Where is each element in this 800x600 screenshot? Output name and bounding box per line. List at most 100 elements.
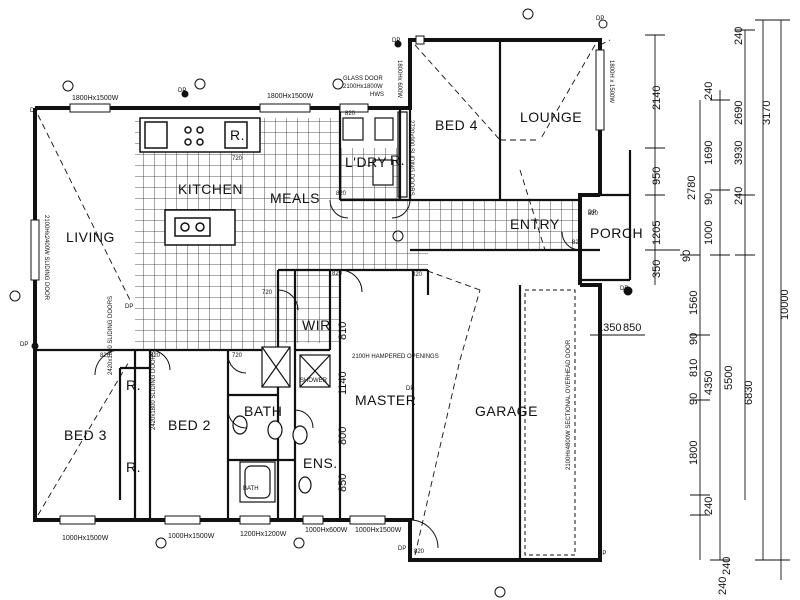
door-living-side: 2100Hx2400W SLIDING DOOR	[43, 215, 49, 301]
dp-marker: DP	[125, 304, 133, 310]
robe-bed3: R.	[126, 377, 141, 393]
room-wir: WIR	[302, 317, 331, 333]
kitchen-benches	[139, 117, 261, 246]
shower-label: SHOWER	[300, 378, 328, 384]
dim-1000: 1000	[703, 221, 715, 245]
dp-marker: DP	[30, 108, 38, 114]
dim-master-850: 850	[337, 474, 349, 492]
robe-pantry: R.	[230, 127, 245, 143]
dim-bottom-240: 240	[717, 577, 729, 595]
door-size: 820	[572, 240, 583, 246]
room-bed2: BED 2	[168, 417, 211, 433]
room-meals: MEALS	[270, 190, 320, 206]
room-laundry: L'DRY	[345, 154, 387, 170]
dim-1350: 1350	[597, 322, 621, 334]
door-size: 820	[336, 191, 347, 197]
garage-outline	[524, 289, 576, 556]
door-size: 820	[414, 549, 425, 555]
roof-lines	[37, 39, 611, 556]
interior-walls	[35, 40, 632, 560]
dim-90b: 90	[688, 333, 700, 345]
room-bed3: BED 3	[64, 427, 107, 443]
dim-350: 350	[651, 260, 663, 278]
dim-2690: 2690	[733, 101, 745, 125]
dim-3170: 3170	[761, 101, 773, 125]
dim-950: 950	[651, 167, 663, 185]
dim-240e: 240	[733, 27, 745, 45]
dim-master-1140: 1140	[337, 371, 349, 395]
dp-marker: DP	[588, 210, 596, 216]
dp-marker: DP	[392, 38, 400, 44]
dp-marker: DP	[598, 551, 606, 557]
room-porch: PORCH	[590, 225, 643, 241]
door-size: 720	[262, 290, 273, 296]
garage-door-label: 2100Hx4800W SECTIONAL OVERHEAD DOOR	[566, 339, 572, 470]
room-ensuite: ENS.	[303, 455, 338, 471]
door-size: 720	[232, 353, 243, 359]
dim-90c: 90	[688, 393, 700, 405]
room-garage: GARAGE	[475, 403, 538, 419]
window-bed3-bottom: 1000Hx1500W	[62, 535, 109, 542]
window-bed4-side: 1800Hx 600W	[396, 60, 402, 98]
laundry-doors: 2720x900 SLIDING DOORS	[408, 120, 414, 196]
dim-2140: 2140	[651, 86, 663, 110]
dim-master-800: 800	[337, 427, 349, 445]
dim-240b: 240	[703, 82, 715, 100]
dim-240c: 240	[733, 187, 745, 205]
dim-1690: 1690	[703, 141, 715, 165]
glass-door-size: 2100Hx1800W	[343, 84, 383, 90]
robe-laundry: R.	[390, 152, 405, 168]
room-kitchen: KITCHEN	[178, 181, 243, 197]
door-size: 820	[150, 353, 161, 359]
dp-marker: DP	[178, 88, 186, 94]
room-bath: BATH	[244, 403, 282, 419]
bath-tub-label: BATH	[243, 486, 259, 492]
dim-1800: 1800	[688, 441, 700, 465]
window-ens-bottom: 1000Hx600W	[305, 527, 348, 534]
dim-2780: 2780	[686, 176, 698, 200]
dim-1560: 1560	[688, 291, 700, 315]
room-bed4: BED 4	[435, 117, 478, 133]
dim-850: 850	[623, 322, 641, 334]
dim-6830: 6830	[743, 381, 755, 405]
door-size: 820	[412, 272, 423, 278]
dp-marker: DP	[398, 546, 406, 552]
window-bed2-bottom: 1000Hx1500W	[168, 533, 215, 540]
window-marks	[30, 35, 605, 525]
dim-10000: 10000	[779, 289, 791, 320]
room-living: LIVING	[66, 229, 115, 245]
bed3-robe-doors: 2420x1800 SLIDING DOORS	[108, 296, 114, 375]
room-entry: ENTRY	[510, 216, 560, 232]
window-living-top: 1800Hx1500W	[72, 95, 119, 102]
door-size: 820	[100, 353, 111, 359]
bed2-robe-doors: 2420x1800 SLIDING DOORS	[151, 351, 157, 430]
window-meals-top: 1800Hx1500W	[267, 93, 314, 100]
hws-label: HWS	[370, 92, 384, 98]
door-size: 820	[332, 271, 343, 277]
dp-marker: DP	[406, 386, 414, 392]
door-size: 820	[588, 211, 599, 217]
dp-marker: DP	[620, 286, 628, 292]
dim-3930: 3930	[733, 141, 745, 165]
dim-4350: 4350	[703, 371, 715, 395]
dim-240a: 240	[703, 497, 715, 515]
robe-bed2: R.	[126, 459, 141, 475]
door-swings	[94, 199, 581, 549]
door-size: 820	[345, 111, 356, 117]
glass-door-label: GLASS DOOR	[343, 76, 383, 82]
dim-90: 90	[681, 250, 693, 262]
dp-marker: DP	[596, 16, 604, 22]
dimension-lines	[590, 19, 790, 580]
window-master-bottom: 1000Hx1500W	[355, 527, 402, 534]
dim-90d: 90	[703, 193, 715, 205]
dim-master-810: 810	[337, 322, 349, 340]
dp-marker: DP	[20, 342, 28, 348]
dim-5500: 5500	[723, 366, 735, 390]
window-lounge-side: 1800H x 1500W	[608, 60, 614, 103]
master-openings: 2100H HAMPERED OPENINGS	[352, 354, 439, 360]
door-size: 720	[232, 156, 243, 162]
dim-810: 810	[688, 359, 700, 377]
room-master: MASTER	[355, 392, 416, 408]
window-bath-bottom: 1200Hx1200W	[240, 531, 287, 538]
